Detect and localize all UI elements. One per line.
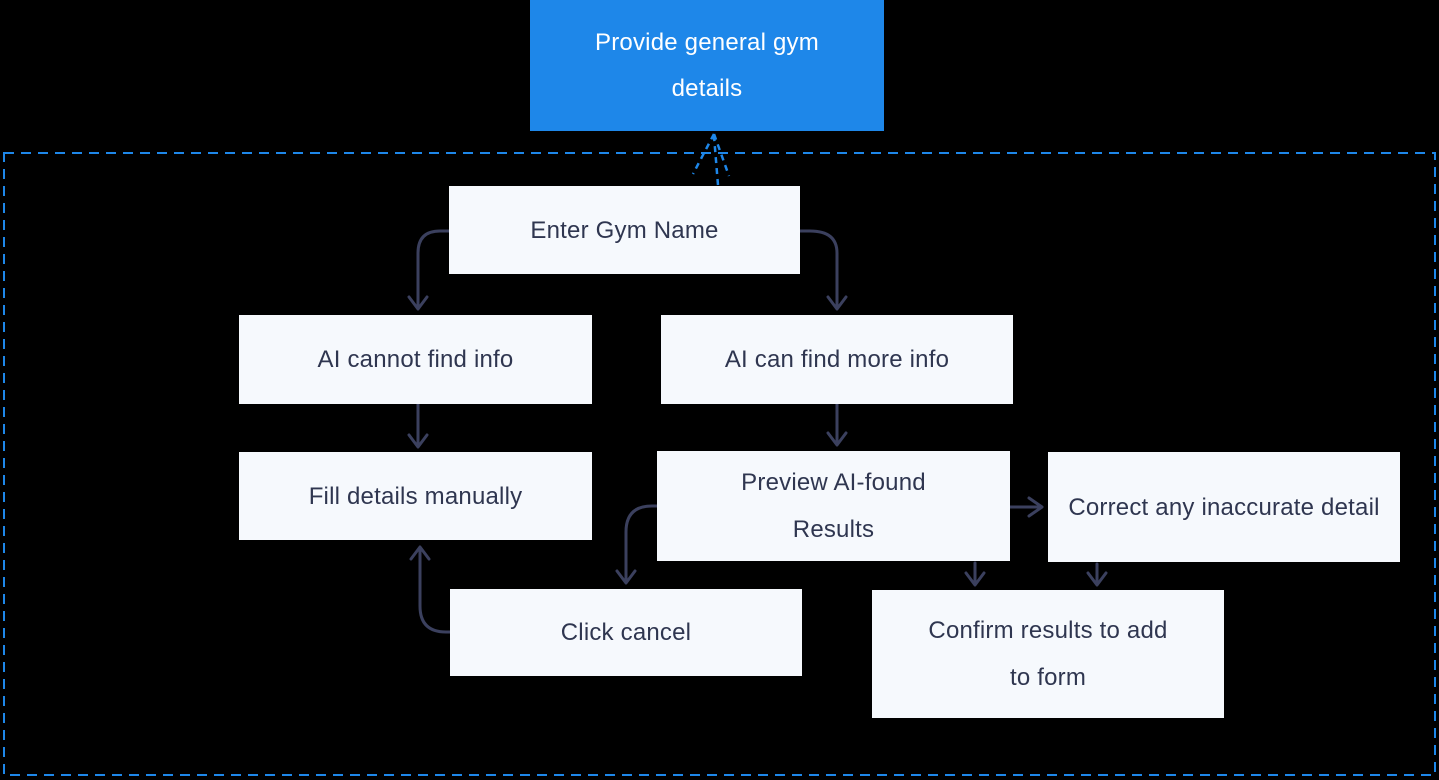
node-label: Provide general gym details xyxy=(595,28,819,102)
node-confirm-results-to-add-to-form[interactable]: Confirm results to add to form xyxy=(872,590,1224,718)
node-label: Fill details manually xyxy=(308,482,523,510)
arrow-enter-to-start-dashed xyxy=(691,133,731,186)
arrow-cannot-to-fill xyxy=(407,402,429,449)
node-enter-gym-name[interactable]: Enter Gym Name xyxy=(449,186,800,274)
selection-frame[interactable] xyxy=(3,152,1436,776)
arrow-enter-to-cannot xyxy=(407,229,451,311)
node-label: Confirm results to add to form xyxy=(928,617,1168,691)
node-fill-details-manually[interactable]: Fill details manually xyxy=(239,452,592,540)
node-correct-any-inaccurate-detail[interactable]: Correct any inaccurate detail xyxy=(1048,452,1400,562)
node-ai-can-find-more-info[interactable]: AI can find more info xyxy=(661,315,1013,404)
arrow-preview-to-confirm xyxy=(964,561,986,587)
node-ai-cannot-find-info[interactable]: AI cannot find info xyxy=(239,315,592,404)
node-preview-ai-found-results[interactable]: Preview AI-found Results xyxy=(657,451,1010,561)
node-label: Preview AI-found Results xyxy=(741,469,926,543)
node-provide-general-gym-details[interactable]: Provide general gym details xyxy=(530,0,884,131)
node-label: Enter Gym Name xyxy=(530,216,719,244)
node-click-cancel[interactable]: Click cancel xyxy=(450,589,802,676)
arrow-can-to-preview xyxy=(826,402,848,447)
node-label: AI can find more info xyxy=(724,346,950,373)
arrow-correct-to-confirm xyxy=(1086,562,1108,587)
node-label: Correct any inaccurate detail xyxy=(1068,493,1380,521)
arrow-preview-to-correct xyxy=(1008,496,1044,518)
arrow-enter-to-can xyxy=(798,229,848,311)
node-label: Click cancel xyxy=(560,619,692,646)
arrow-cancel-to-fill xyxy=(409,545,452,634)
arrow-preview-to-cancel xyxy=(615,504,659,585)
node-label: AI cannot find info xyxy=(317,346,514,373)
